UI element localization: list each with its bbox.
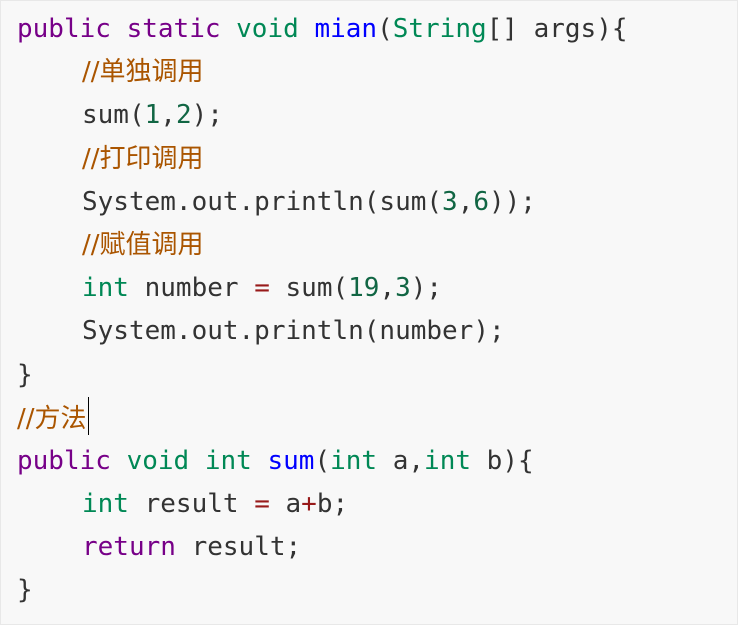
code-token: public bbox=[17, 445, 111, 476]
code-token: 1 bbox=[144, 100, 161, 131]
code-line: public static void mian(String[] args){ bbox=[17, 8, 628, 51]
code-line: //打印调用 bbox=[17, 138, 628, 181]
code-token: int bbox=[204, 445, 252, 476]
code-content[interactable]: public static void mian(String[] args){/… bbox=[17, 8, 628, 613]
code-token: a bbox=[269, 489, 302, 520]
code-token: public bbox=[17, 14, 111, 44]
code-token: } bbox=[17, 575, 33, 606]
code-token: result bbox=[128, 489, 255, 520]
code-token: = bbox=[254, 273, 270, 304]
code-token: , bbox=[457, 186, 474, 217]
code-token: int bbox=[330, 445, 378, 476]
code-token: + bbox=[301, 489, 317, 520]
code-token: result; bbox=[175, 532, 302, 563]
code-token: } bbox=[17, 359, 33, 390]
code-token: //打印调用 bbox=[82, 143, 204, 174]
code-token: sum( bbox=[82, 100, 145, 131]
code-token: return bbox=[82, 532, 176, 563]
code-token: , bbox=[160, 100, 176, 131]
code-token: //单独调用 bbox=[82, 57, 204, 88]
code-token: , bbox=[379, 273, 396, 304]
code-token bbox=[299, 14, 315, 44]
code-line: return result; bbox=[17, 526, 628, 569]
code-token bbox=[111, 446, 127, 476]
code-token: [] args){ bbox=[486, 14, 628, 44]
code-line: int result = a+b; bbox=[17, 483, 628, 526]
code-token: 3 bbox=[442, 186, 458, 217]
code-token: 19 bbox=[348, 273, 380, 304]
code-token: ); bbox=[410, 273, 443, 304]
code-token bbox=[111, 14, 127, 44]
code-token: )); bbox=[489, 186, 536, 217]
code-token: b){ bbox=[471, 445, 534, 476]
code-token: static bbox=[126, 14, 221, 44]
code-token: sum( bbox=[269, 273, 349, 304]
code-token: ( bbox=[314, 445, 331, 476]
code-token: int bbox=[82, 273, 129, 304]
code-token: b; bbox=[316, 489, 349, 520]
code-token: 2 bbox=[175, 100, 192, 131]
code-token: int bbox=[424, 445, 472, 476]
code-token: System.out.println(sum( bbox=[82, 186, 443, 217]
code-token: String bbox=[392, 14, 487, 44]
code-line: System.out.println(sum(3,6)); bbox=[17, 181, 628, 224]
text-cursor bbox=[87, 396, 89, 435]
code-token: a, bbox=[377, 445, 425, 476]
code-line: //赋值调用 bbox=[17, 224, 628, 267]
code-token: void bbox=[236, 14, 299, 44]
code-token bbox=[221, 14, 237, 44]
code-token bbox=[252, 446, 268, 476]
code-token: mian bbox=[314, 14, 378, 44]
code-token bbox=[189, 446, 205, 476]
code-token: 6 bbox=[473, 186, 489, 217]
code-line: int number = sum(19,3); bbox=[17, 267, 628, 310]
code-line: } bbox=[17, 354, 628, 397]
code-token: number bbox=[128, 273, 255, 304]
code-token: sum bbox=[267, 445, 315, 476]
code-line: } bbox=[17, 569, 628, 612]
code-token: //方法 bbox=[17, 403, 87, 434]
code-token: ); bbox=[191, 100, 223, 131]
code-line: public void int sum(int a,int b){ bbox=[17, 440, 628, 483]
code-token: System.out.println(number); bbox=[82, 316, 505, 347]
code-token: ( bbox=[377, 14, 393, 44]
code-token: 3 bbox=[395, 273, 411, 304]
code-line: //单独调用 bbox=[17, 51, 628, 94]
code-token: = bbox=[254, 489, 270, 520]
code-line: //方法 bbox=[17, 396, 628, 440]
code-token: void bbox=[126, 445, 190, 476]
code-token: //赋值调用 bbox=[82, 229, 204, 260]
code-line: sum(1,2); bbox=[17, 94, 628, 137]
code-token: int bbox=[82, 489, 129, 520]
code-line: System.out.println(number); bbox=[17, 310, 628, 353]
